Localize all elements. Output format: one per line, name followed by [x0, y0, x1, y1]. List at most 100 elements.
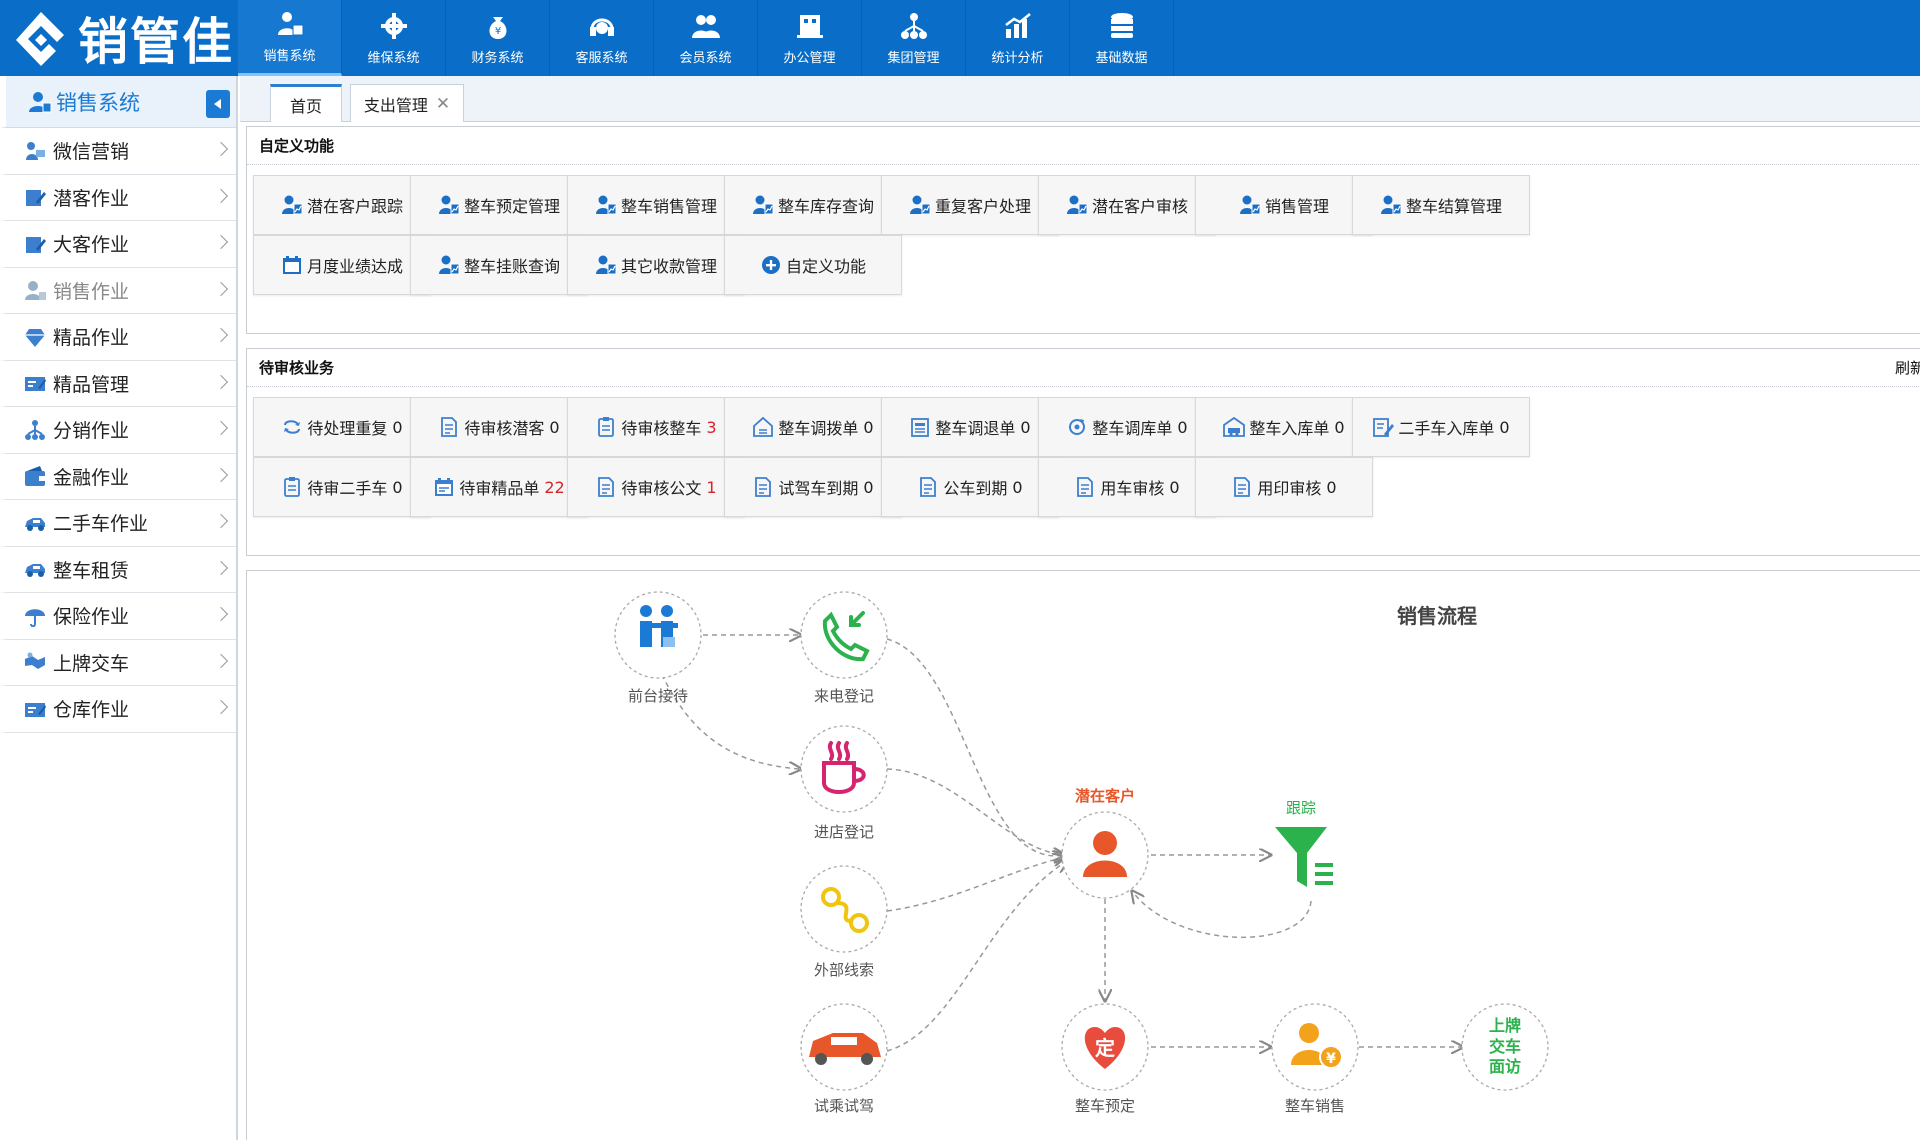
sidebar-item[interactable]: 微信营销 [0, 128, 236, 175]
tab-home[interactable]: 首页 [270, 84, 342, 122]
topnav-item[interactable]: 销售系统 [238, 0, 342, 76]
calendar-doc-icon [435, 478, 454, 496]
sidebar-item[interactable]: 保险作业 [0, 593, 236, 640]
person-chart-icon [281, 195, 303, 215]
function-button[interactable]: 其它收款管理 [567, 235, 745, 295]
tab-expense[interactable]: 支出管理 ✕ [350, 84, 464, 122]
sidebar-item[interactable]: 仓库作业 [0, 686, 236, 733]
topnav-item[interactable]: 客服系统 [550, 0, 654, 76]
topnav-item-label: 统计分析 [991, 50, 1044, 66]
pending-count: 0 [1020, 417, 1031, 437]
topnav-item[interactable]: 办公管理 [758, 0, 862, 76]
flow-node-prospect: 潜在客户 [1075, 787, 1135, 805]
sidebar-item[interactable]: 大客作业 [0, 221, 236, 268]
topnav-item-label: 基础数据 [1095, 50, 1148, 66]
function-button[interactable]: 重复客户处理 [881, 175, 1059, 235]
topnav-item[interactable]: ¥财务系统 [446, 0, 550, 76]
calendar-icon [282, 256, 301, 274]
sidebar-item-label: 上牌交车 [53, 652, 130, 675]
close-icon[interactable]: ✕ [435, 93, 451, 114]
pending-count: 0 [549, 417, 560, 437]
topnav-item[interactable]: 基础数据 [1070, 0, 1174, 76]
plus-circle-icon [761, 256, 780, 274]
sidebar-item[interactable]: 整车租赁 [0, 546, 236, 593]
sidebar-item[interactable]: 二手车作业 [0, 500, 236, 547]
function-button[interactable]: 整车销售管理 [567, 175, 745, 235]
function-button[interactable]: 整车预定管理 [410, 175, 588, 235]
sidebar-collapse-button[interactable] [206, 90, 230, 118]
sidebar-item[interactable]: 销售作业 [0, 267, 236, 314]
svg-text:¥: ¥ [494, 26, 500, 37]
sidebar-item[interactable]: 潜客作业 [0, 174, 236, 221]
function-button[interactable]: 潜在客户审核 [1038, 175, 1216, 235]
button-label: 整车调拨单 [778, 419, 859, 438]
sales-person-icon [29, 91, 52, 112]
function-button[interactable]: 月度业绩达成 [253, 235, 431, 295]
pending-count: 0 [1326, 477, 1337, 497]
tab-expense-label: 支出管理 [363, 95, 428, 115]
pending-count: 0 [1177, 417, 1188, 437]
pending-count: 0 [1334, 417, 1345, 437]
sidebar-item[interactable]: 精品作业 [0, 314, 236, 361]
topnav-item-label: 会员系统 [679, 50, 732, 66]
pending-count: 0 [1012, 477, 1023, 497]
button-label: 整车销售管理 [620, 197, 717, 216]
button-label: 试驾车到期 [778, 479, 859, 498]
person-chart-icon [909, 195, 931, 215]
sidebar-item-label: 精品管理 [53, 373, 130, 396]
sidebar-item-label: 整车租赁 [53, 559, 130, 582]
topnav-item[interactable]: 统计分析 [966, 0, 1070, 76]
topnav-item[interactable]: 会员系统 [654, 0, 758, 76]
flow-node-reserve: 整车预定 [1075, 1097, 1135, 1115]
chevron-right-icon [213, 467, 229, 482]
function-button[interactable]: 潜在客户跟踪 [253, 175, 431, 235]
topnav-item[interactable]: 集团管理 [862, 0, 966, 76]
members-icon [691, 14, 720, 38]
button-label: 整车结算管理 [1405, 197, 1502, 216]
function-button[interactable]: 自定义功能 [724, 235, 902, 295]
function-button[interactable]: 整车结算管理 [1352, 175, 1530, 235]
button-label: 待审二手车 [307, 479, 388, 498]
button-label: 重复客户处理 [934, 197, 1031, 216]
car-icon [809, 1033, 881, 1065]
button-label: 待审核整车 [621, 419, 702, 438]
delivery-line2: 交车 [1489, 1037, 1521, 1056]
topnav-item[interactable]: 维保系统 [342, 0, 446, 76]
pending-count: 3 [706, 417, 717, 437]
button-label: 整车调库单 [1092, 419, 1173, 438]
button-label: 其它收款管理 [620, 257, 717, 276]
function-button[interactable]: 销售管理 [1195, 175, 1373, 235]
refresh-link[interactable]: 刷新 [1894, 359, 1920, 377]
panel-title: 自定义功能 [247, 127, 1920, 165]
function-button[interactable]: 整车库存查询 [724, 175, 902, 235]
sidebar-item[interactable]: 精品管理 [0, 360, 236, 407]
sidebar-item-label: 保险作业 [53, 606, 130, 629]
function-button[interactable]: 整车挂账查询 [410, 235, 588, 295]
sidebar-item-label: 二手车作业 [53, 513, 149, 536]
sidebar-item[interactable]: 金融作业 [0, 453, 236, 500]
sidebar-item[interactable]: 上牌交车 [0, 639, 236, 686]
pending-panel-title: 待审核业务 [259, 359, 335, 377]
topnav-item-label: 办公管理 [783, 50, 836, 66]
pending-count: 22 [544, 477, 565, 497]
doc-icon [920, 477, 937, 497]
flow-node-followup: 跟踪 [1286, 799, 1316, 817]
sidebar-item[interactable]: 分销作业 [0, 407, 236, 454]
flow-node-reception: 前台接待 [628, 687, 688, 705]
office-icon [796, 14, 823, 38]
